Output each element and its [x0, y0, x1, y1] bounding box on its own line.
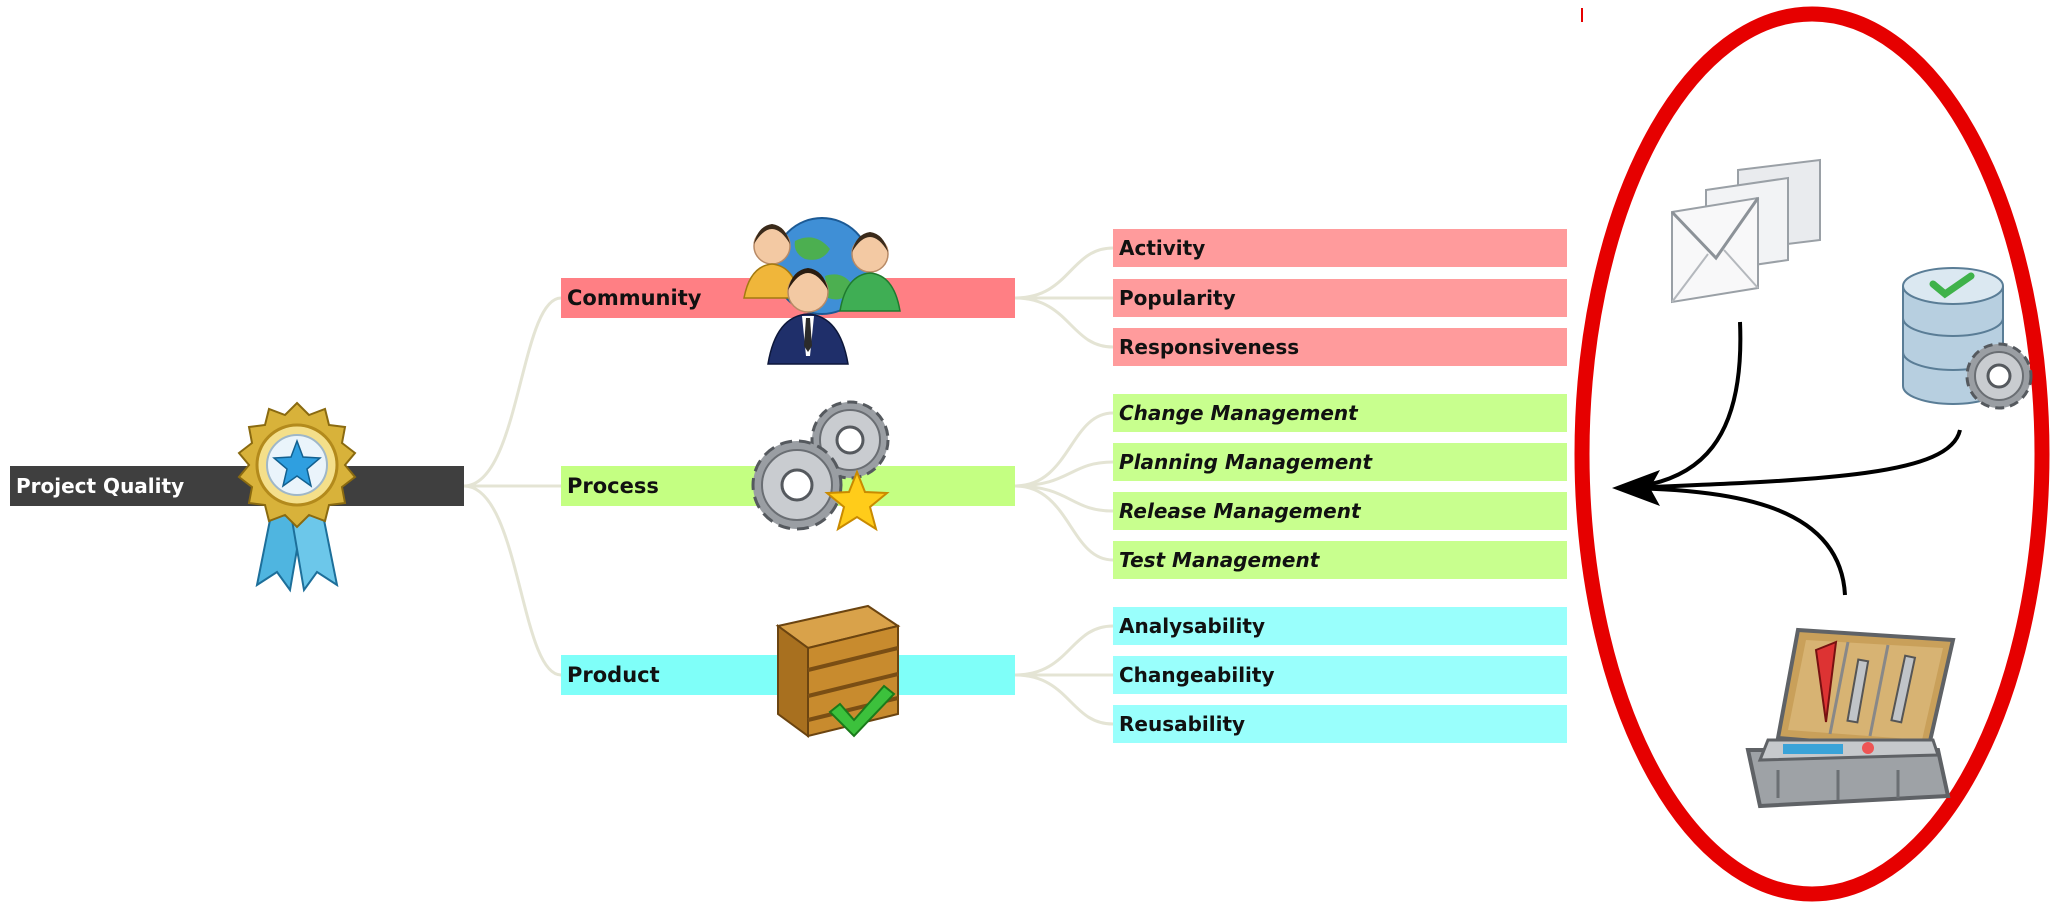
leaf-analysability[interactable]: Analysability: [1113, 607, 1567, 645]
leaf-label: Responsiveness: [1119, 335, 1300, 359]
leaf-label: Reusability: [1119, 712, 1246, 736]
award-ribbon-icon: [232, 400, 362, 595]
leaf-change-management[interactable]: Change Management: [1113, 394, 1567, 432]
leaf-planning-management[interactable]: Planning Management: [1113, 443, 1567, 481]
leaf-label: Release Management: [1119, 499, 1361, 523]
arrow-head: [1612, 470, 1660, 506]
leaf-label: Activity: [1119, 236, 1206, 260]
leaf-label: Test Management: [1119, 548, 1320, 572]
root-label: Project Quality: [16, 474, 185, 498]
arrow-from-mail: [1624, 321, 1743, 490]
category-label: Product: [567, 663, 660, 687]
arrow-from-database: [1624, 429, 1962, 490]
root-node[interactable]: Project Quality: [10, 466, 464, 506]
toolbox-icon: [1738, 620, 1958, 820]
gears-star-icon: [742, 390, 902, 550]
leaf-release-management[interactable]: Release Management: [1113, 492, 1567, 530]
people-globe-icon: [740, 206, 910, 366]
leaf-popularity[interactable]: Popularity: [1113, 279, 1567, 317]
category-label: Process: [567, 474, 659, 498]
database-gear-icon: [1895, 256, 2045, 426]
leaf-label: Planning Management: [1119, 450, 1373, 474]
leaf-label: Changeability: [1119, 663, 1275, 687]
leaf-activity[interactable]: Activity: [1113, 229, 1567, 267]
crate-check-icon: [768, 596, 908, 746]
leaf-label: Change Management: [1119, 401, 1358, 425]
category-label: Community: [567, 286, 702, 310]
leaf-test-management[interactable]: Test Management: [1113, 541, 1567, 579]
mail-stack-icon: [1658, 150, 1828, 320]
leaf-label: Analysability: [1119, 614, 1265, 638]
arrow-from-toolbox: [1624, 486, 1847, 596]
leaf-changeability[interactable]: Changeability: [1113, 656, 1567, 694]
leaf-reusability[interactable]: Reusability: [1113, 705, 1567, 743]
leaf-label: Popularity: [1119, 286, 1236, 310]
leaf-responsiveness[interactable]: Responsiveness: [1113, 328, 1567, 366]
